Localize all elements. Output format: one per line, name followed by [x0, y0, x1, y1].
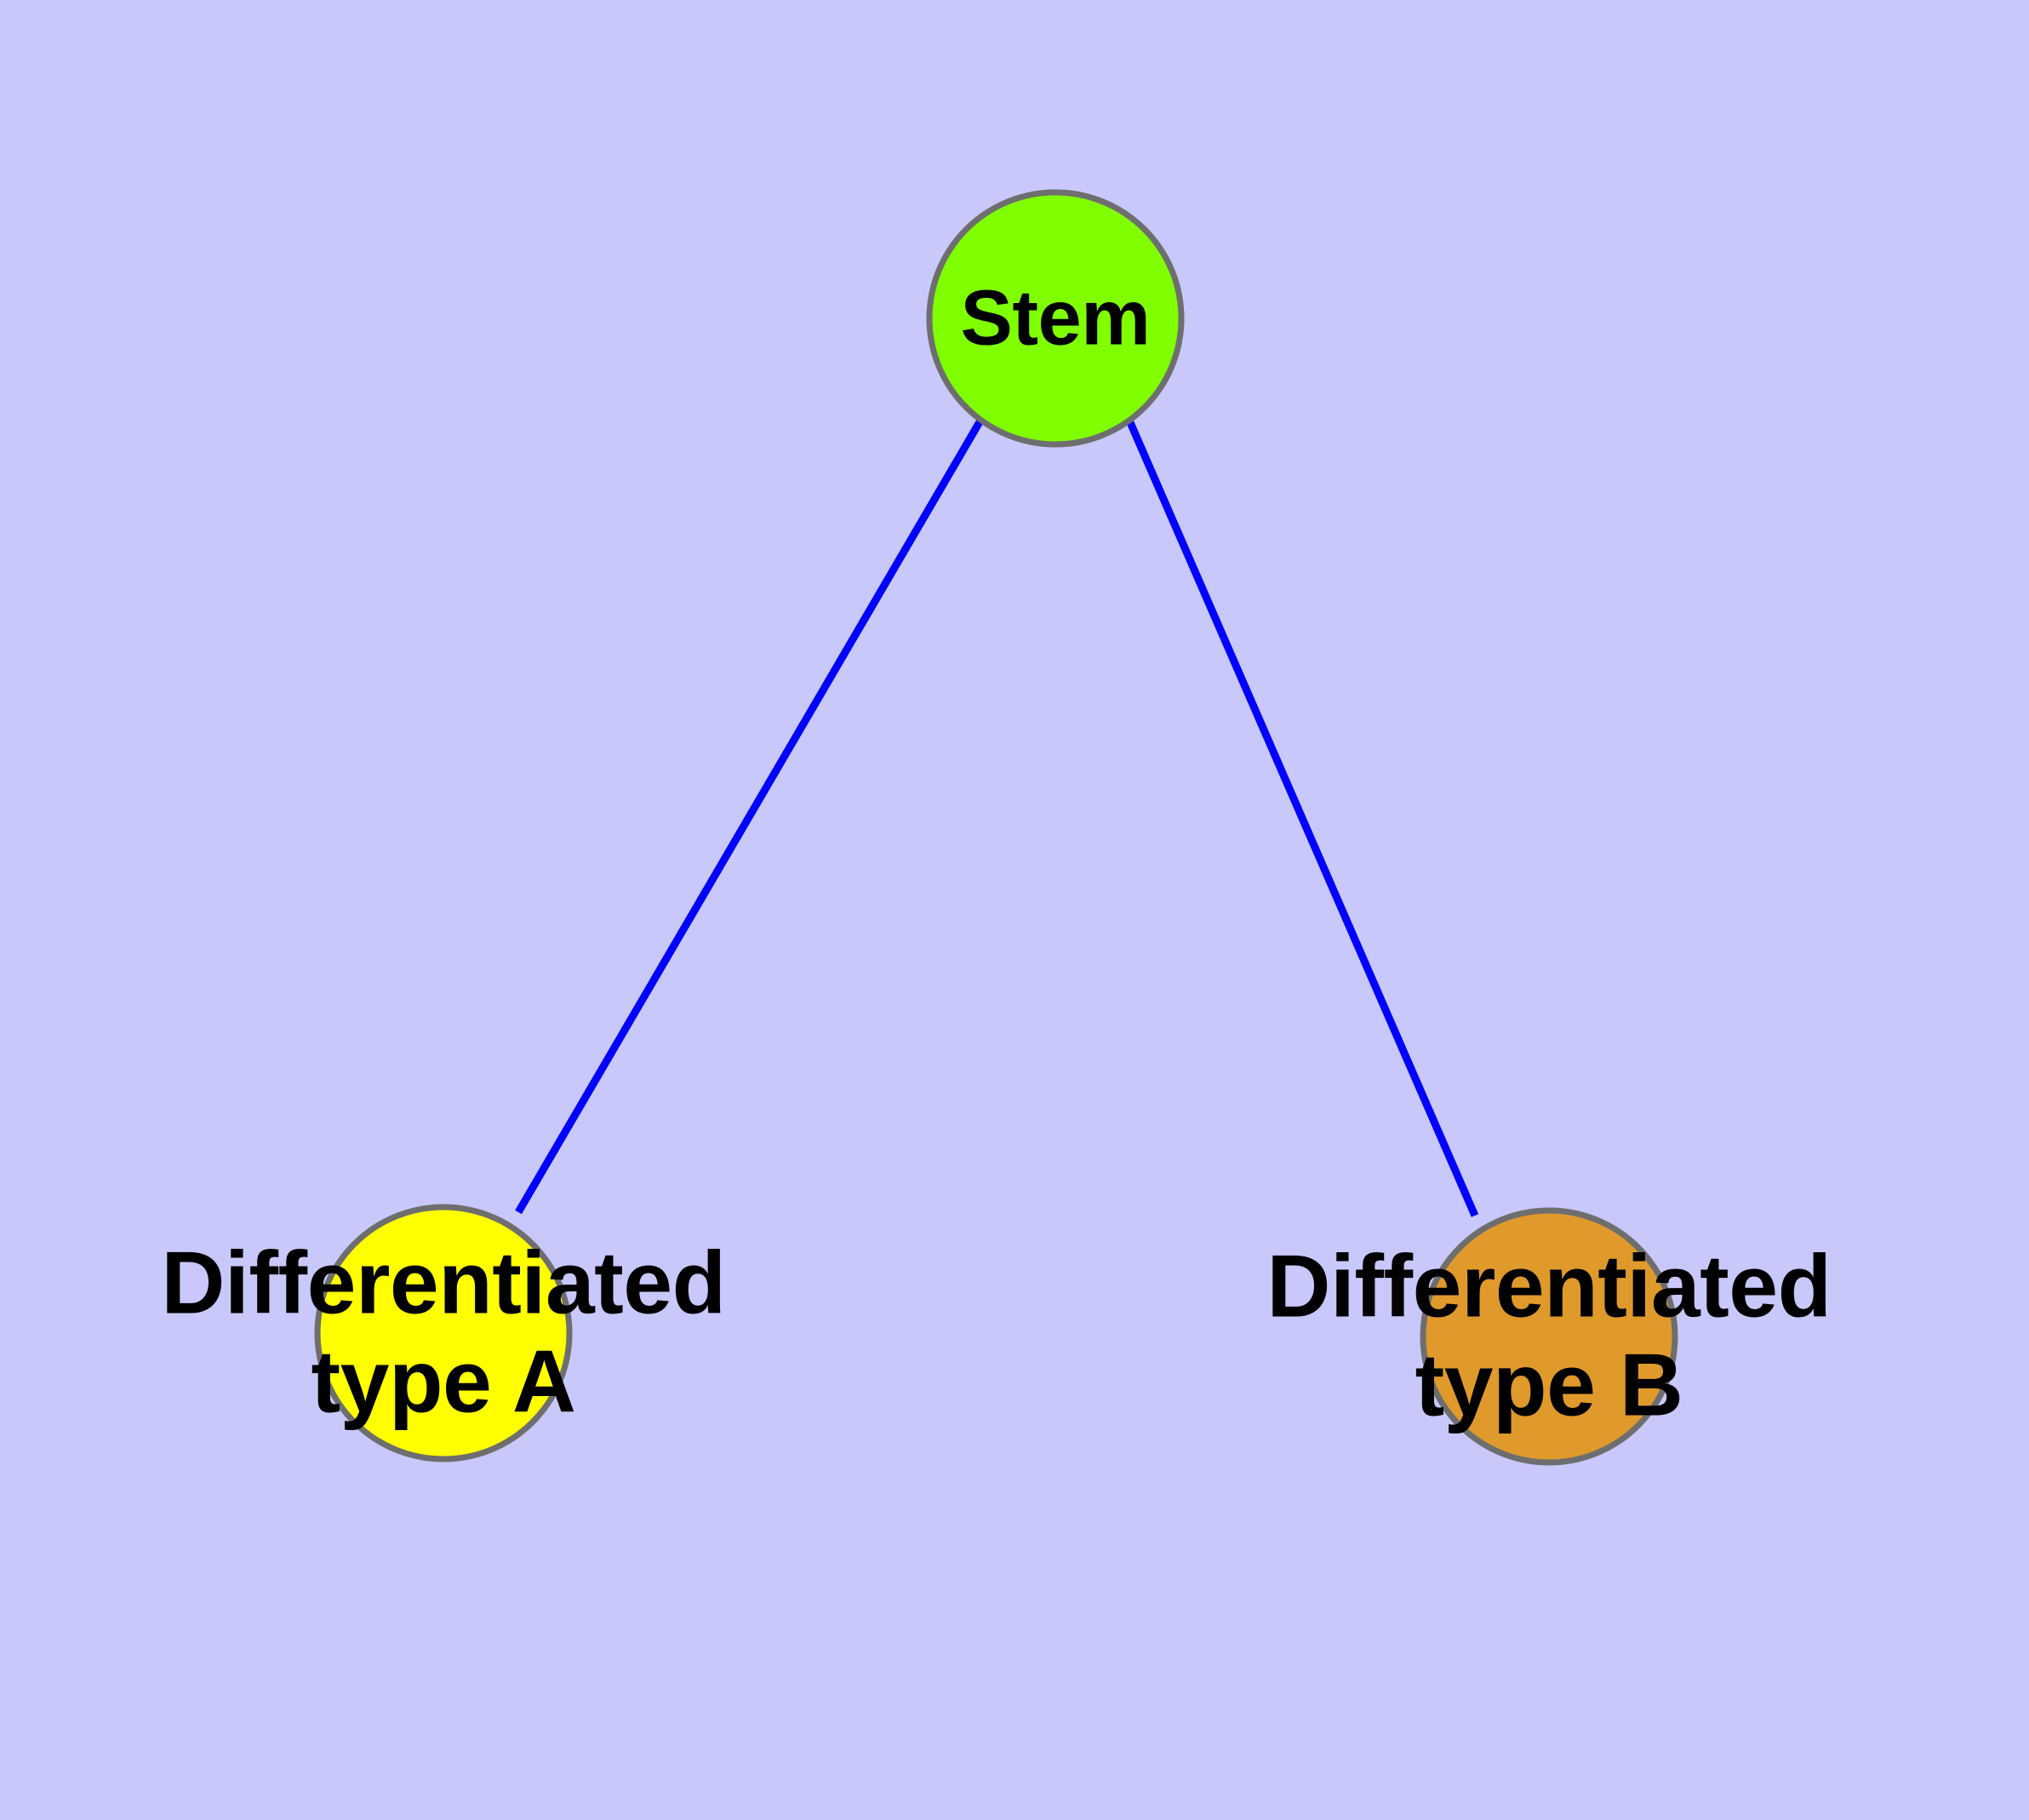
- node-stem[interactable]: [926, 189, 1185, 448]
- node-differentiated-type-a[interactable]: [314, 1204, 573, 1462]
- edge-stem-diff-a[interactable]: [515, 418, 984, 1215]
- node-differentiated-type-b[interactable]: [1420, 1207, 1678, 1466]
- edge-stem-diff-b[interactable]: [1125, 419, 1479, 1217]
- node-layer: [314, 189, 1678, 1466]
- edge-layer: [515, 418, 1479, 1217]
